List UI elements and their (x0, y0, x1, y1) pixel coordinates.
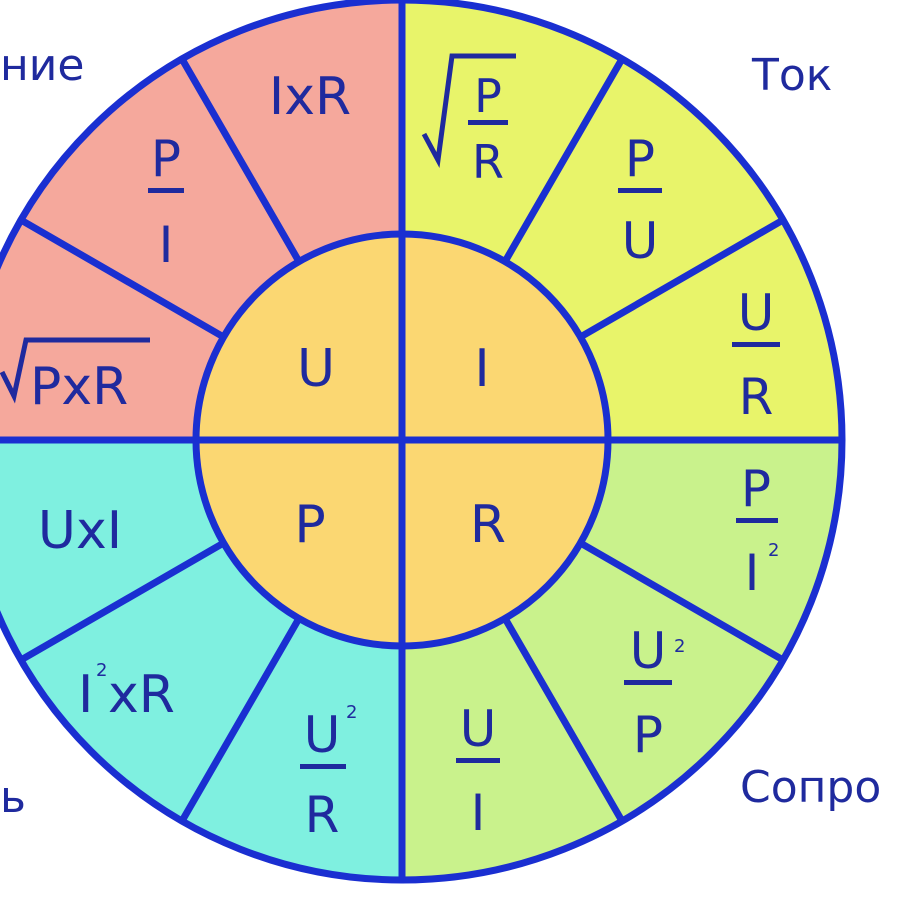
fraction-bar (736, 518, 778, 523)
formula-u-over-r-num: U (738, 284, 775, 342)
formula-i2xr-rest: xR (108, 665, 175, 725)
center-i: I (474, 339, 489, 399)
formula-p-over-u-num: P (625, 130, 655, 188)
formula-i2xr: I 2 xR (78, 660, 175, 725)
fraction-bar (148, 188, 184, 193)
formula-sqrt-p-over-r-num: P (474, 69, 502, 123)
formula-u-over-i-den: I (471, 784, 486, 842)
formula-sqrt-pxr: PxR (0, 337, 150, 417)
fraction-bar (456, 758, 500, 763)
sector-divider (178, 57, 303, 264)
formula-u2-over-p-den: P (633, 706, 663, 764)
formula-p-over-i2-num: P (741, 460, 771, 518)
formula-u-over-r-den: R (739, 368, 774, 426)
sector-divider (501, 616, 626, 823)
sector-divider (19, 216, 226, 341)
formula-u-over-r: U R (732, 284, 780, 426)
formula-sqrt-pxr-text: PxR (30, 357, 128, 417)
sector-divider (578, 539, 785, 664)
formula-u-over-i: U I (456, 700, 500, 842)
center-u: U (297, 339, 335, 399)
fraction-bar (300, 764, 346, 769)
formula-i2xr-exp: 2 (96, 660, 107, 681)
sector-divider (178, 616, 303, 823)
formula-p-over-u: P U (618, 130, 662, 270)
current-label: Ток (752, 50, 833, 101)
wheel-dividers (0, 0, 846, 884)
resistance-label: Сопро (740, 762, 882, 813)
formula-uxi: UxI (38, 501, 122, 561)
formula-p-over-i2-den: I (745, 544, 760, 602)
formula-p-over-i: P I (148, 130, 184, 274)
sector-divider (501, 57, 626, 264)
formula-p-over-i2-exp: 2 (768, 540, 779, 561)
fraction-bar (624, 680, 672, 685)
formula-p-over-i-den: I (159, 216, 174, 274)
voltage-label: ние (0, 40, 85, 91)
fraction-bar (732, 342, 780, 347)
formula-sqrt-p-over-r-den: R (472, 135, 504, 189)
formula-u2-over-p-exp: 2 (674, 636, 685, 657)
sqrt-sign (0, 337, 150, 404)
formula-u2-over-r-den: R (305, 786, 340, 844)
center-p: P (294, 495, 325, 555)
formula-i2xr-i: I (78, 665, 93, 725)
formula-u2-over-r-exp: 2 (346, 702, 357, 723)
fraction-bar (618, 188, 662, 193)
fraction-bar (468, 120, 508, 125)
formula-u2-over-p: U 2 P (624, 622, 685, 764)
sector-divider (578, 216, 785, 341)
formula-p-over-u-den: U (622, 212, 659, 270)
sqrt-sign (421, 53, 516, 168)
formula-sqrt-p-over-r: P R (421, 53, 516, 189)
formula-p-over-i-num: P (151, 130, 181, 188)
formula-u-over-i-num: U (460, 700, 497, 758)
formula-u2-over-r-num: U (304, 706, 341, 764)
power-label: ь (0, 772, 26, 823)
formula-ixr: IxR (269, 67, 351, 127)
formula-u2-over-p-num: U (630, 622, 667, 680)
formula-u2-over-r: U 2 R (300, 702, 357, 844)
formula-p-over-i2: P I 2 (736, 460, 779, 602)
center-r: R (470, 495, 506, 555)
sector-divider (19, 539, 226, 664)
